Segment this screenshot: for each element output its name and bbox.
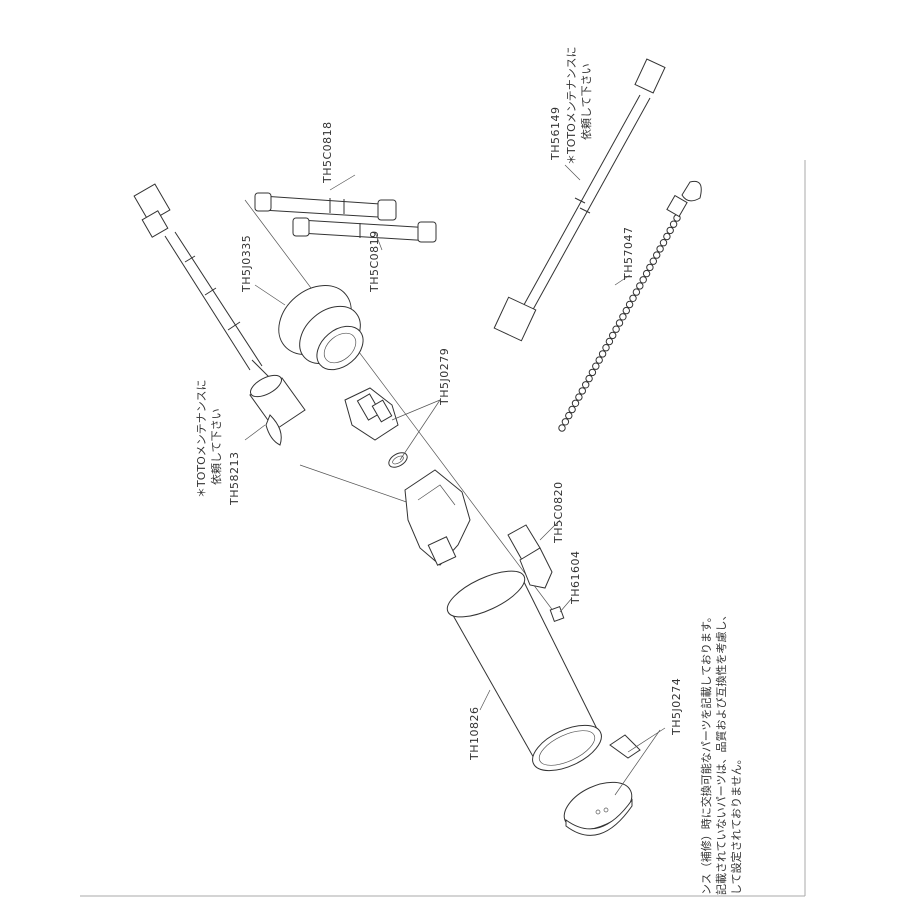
chain-bead xyxy=(595,356,603,364)
chain-bead xyxy=(636,282,644,290)
label-th58213: TH58213 xyxy=(228,452,241,506)
chain-bead xyxy=(629,294,637,302)
note-th58213-line1: ＊TOTOメンテナンスに xyxy=(195,379,208,498)
chain-bead xyxy=(642,269,651,278)
chain-bead xyxy=(561,418,570,426)
chain-bead xyxy=(625,300,634,309)
chain-bead xyxy=(649,257,657,265)
part-th61604 xyxy=(549,606,565,622)
chain-bead xyxy=(659,239,668,247)
part-th5c0820 xyxy=(507,524,553,589)
chain-bead xyxy=(646,263,654,272)
footer-note-line2: 記載されていないパーツは、品質および互換性を考慮し、 xyxy=(714,610,728,895)
chain-hook xyxy=(666,180,702,218)
note-th56149-line1: ＊TOTOメンテナンスに xyxy=(565,46,578,165)
cylinder-th10826 xyxy=(446,570,602,772)
label-th5j0274: TH5J0274 xyxy=(670,678,683,736)
chain-bead xyxy=(575,393,583,401)
left-wire-harness xyxy=(133,183,281,389)
chain-bead xyxy=(565,411,573,420)
chain-bead xyxy=(558,424,566,432)
chain-bead xyxy=(568,405,576,414)
chain-bead xyxy=(653,251,661,259)
cap-th5j0274 xyxy=(563,734,641,836)
label-th5j0335: TH5J0335 xyxy=(240,235,253,293)
footer-note-line1: ンス（補修）時に交換可能なパーツを記載しております。 xyxy=(699,611,713,895)
right-wire-harness xyxy=(493,58,666,342)
chain-bead xyxy=(592,362,600,370)
label-th57047: TH57047 xyxy=(622,227,635,281)
label-th5c0820: TH5C0820 xyxy=(552,481,565,544)
chain-bead xyxy=(602,344,610,352)
chain-bead xyxy=(619,313,627,321)
chain-bead xyxy=(609,331,617,340)
chain-bead xyxy=(622,306,630,315)
chain-bead xyxy=(612,325,620,333)
chain-bead xyxy=(582,381,590,389)
chain-bead xyxy=(656,245,664,253)
label-th5c0819: TH5C0819 xyxy=(368,230,381,293)
sleeve-cover xyxy=(249,374,306,446)
chain-bead xyxy=(639,276,647,284)
valve-body xyxy=(404,469,471,566)
chain-bead xyxy=(571,399,580,407)
chain-bead xyxy=(578,387,586,395)
label-th10826: TH10826 xyxy=(468,707,481,761)
label-th61604: TH61604 xyxy=(569,551,582,605)
assembly-axis xyxy=(244,199,561,621)
label-th5j0279: TH5J0279 xyxy=(438,348,451,406)
chain-bead xyxy=(585,374,593,383)
chain-bead xyxy=(605,337,614,346)
chain-bead xyxy=(615,319,624,327)
note-th56149-line2: 依頼して下さい xyxy=(580,63,593,140)
rod-th5c0818 xyxy=(254,192,397,221)
bead-chain-th57047 xyxy=(558,214,681,432)
footer-note-line3: して設定されておりません。 xyxy=(729,753,743,895)
label-th5c0818: TH5C0818 xyxy=(321,121,334,184)
rod-th5c0819 xyxy=(292,217,437,243)
chain-bead xyxy=(588,368,597,377)
chain-bead xyxy=(663,232,671,241)
chain-bead xyxy=(632,288,641,296)
chain-bead xyxy=(669,220,678,228)
label-th56149: TH56149 xyxy=(549,107,562,161)
chain-bead xyxy=(666,226,674,235)
chain-bead xyxy=(598,350,607,358)
note-th58213-line2: 依頼して下さい xyxy=(210,408,223,485)
connector-to-valve-line xyxy=(299,464,416,506)
leader-lines xyxy=(244,164,666,796)
valve-th5j0279 xyxy=(344,387,408,468)
nut-th5j0335 xyxy=(278,285,364,371)
